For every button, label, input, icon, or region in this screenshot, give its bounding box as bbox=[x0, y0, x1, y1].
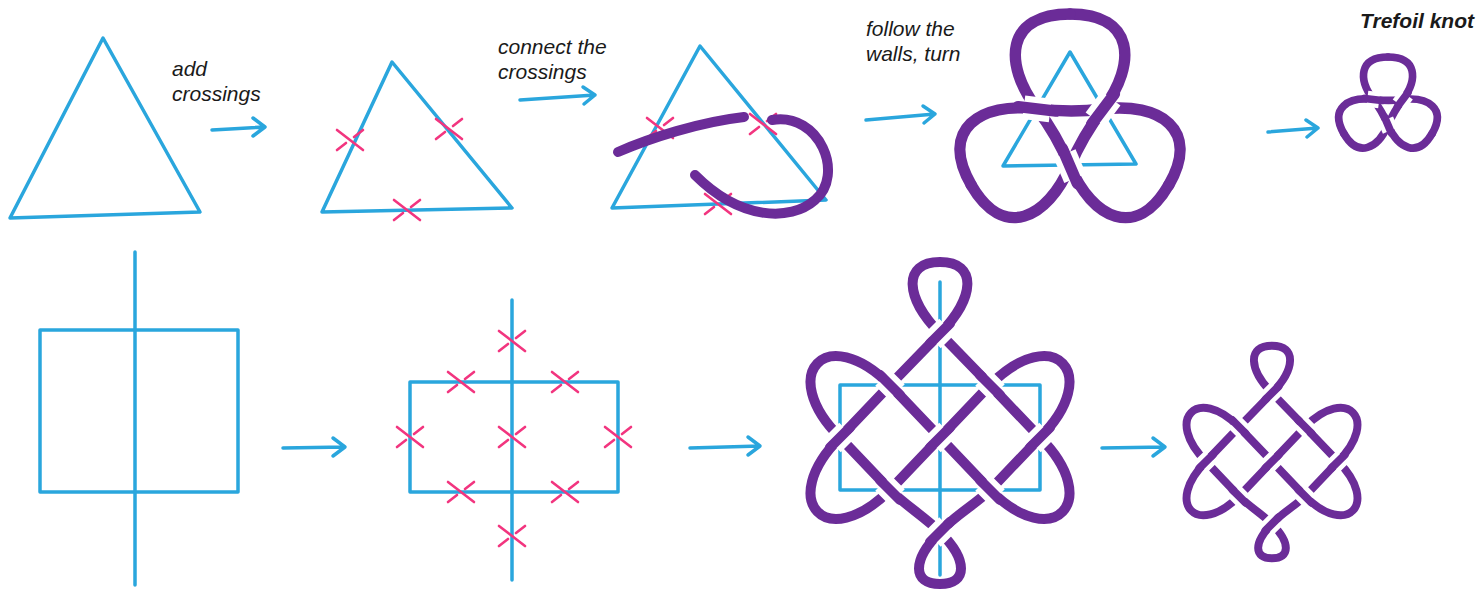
step-label: add crossings bbox=[172, 56, 272, 106]
knot-strand bbox=[1187, 346, 1358, 559]
knot bbox=[1187, 346, 1358, 559]
crossing-mark bbox=[436, 119, 462, 139]
crossing-marks bbox=[337, 114, 776, 546]
rectangle-graph bbox=[40, 252, 238, 585]
step-arrow bbox=[690, 437, 760, 455]
knot-strand bbox=[1332, 67, 1445, 172]
triangle bbox=[322, 62, 512, 212]
step-label: connect the crossings bbox=[498, 34, 620, 84]
crossing-mark bbox=[448, 482, 474, 502]
trefoil-knot bbox=[944, 0, 1218, 271]
over-strand bbox=[1199, 386, 1344, 530]
over-strand bbox=[1018, 91, 1056, 126]
knot bbox=[811, 262, 1070, 584]
crossing-mark bbox=[552, 372, 578, 392]
crossing-mark bbox=[499, 526, 525, 546]
over-strand bbox=[830, 324, 1050, 543]
triangle bbox=[10, 38, 200, 218]
trefoil-knot bbox=[1332, 50, 1455, 172]
crossing-mark bbox=[552, 482, 578, 502]
step-arrow bbox=[520, 87, 595, 104]
rectangle-graph bbox=[410, 300, 618, 580]
crossing-mark bbox=[448, 372, 474, 392]
step-arrows bbox=[212, 87, 1318, 456]
partial-knot bbox=[618, 117, 828, 214]
over-strand bbox=[1365, 92, 1382, 108]
step-arrow bbox=[1268, 120, 1318, 137]
step-arrow bbox=[283, 438, 345, 456]
triangle bbox=[612, 46, 826, 208]
knot-name: Trefoil knot bbox=[1360, 8, 1474, 33]
crossing-mark bbox=[337, 130, 363, 150]
knot-strand bbox=[811, 262, 1070, 584]
crossing-mark bbox=[499, 427, 525, 447]
step-arrow bbox=[1102, 438, 1165, 456]
crossing-mark bbox=[605, 427, 631, 447]
crossing-mark bbox=[394, 200, 420, 220]
step-arrow bbox=[866, 106, 935, 123]
over-strand bbox=[1051, 149, 1089, 184]
knot-strand bbox=[965, 0, 1218, 232]
knot-strand bbox=[695, 119, 828, 213]
step-label: follow the walls, turn bbox=[866, 16, 984, 66]
over-strand bbox=[1092, 94, 1115, 124]
over-strand bbox=[1380, 117, 1397, 133]
over-strand bbox=[1398, 93, 1408, 107]
crossing-mark bbox=[397, 427, 423, 447]
crossing-mark bbox=[499, 331, 525, 351]
step-arrow bbox=[212, 118, 265, 136]
knot-strand bbox=[944, 36, 1197, 271]
knot-strand bbox=[618, 117, 744, 152]
